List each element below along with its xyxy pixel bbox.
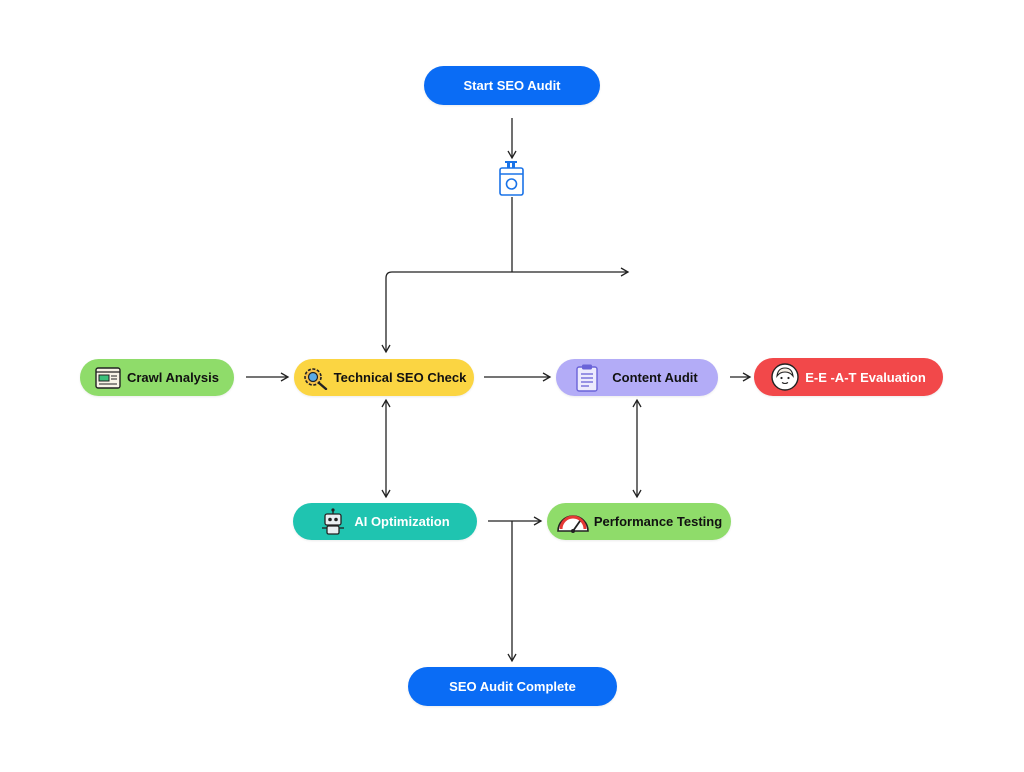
node-content-label: Content Audit xyxy=(612,370,698,385)
magnifier-gear-icon xyxy=(302,366,328,390)
node-technical-seo-check[interactable]: Technical SEO Check xyxy=(294,359,474,396)
node-performance-testing[interactable]: Performance Testing xyxy=(547,503,731,540)
node-ai-optimization[interactable]: AI Optimization xyxy=(293,503,477,540)
node-start-label: Start SEO Audit xyxy=(463,78,561,93)
node-technical-label: Technical SEO Check xyxy=(333,370,467,385)
node-complete-label: SEO Audit Complete xyxy=(449,679,576,694)
robot-icon xyxy=(320,507,346,536)
node-crawl-label: Crawl Analysis xyxy=(126,370,219,385)
node-seo-audit-complete[interactable]: SEO Audit Complete xyxy=(408,667,617,706)
speedometer-icon xyxy=(556,511,590,533)
crawler-icon xyxy=(95,366,121,389)
node-eeat-label: E-E -A-T Evaluation xyxy=(805,369,926,385)
node-performance-label: Performance Testing xyxy=(593,514,723,529)
decision-icon xyxy=(498,160,526,196)
node-ai-label: AI Optimization xyxy=(354,514,450,529)
node-eeat-evaluation[interactable]: E-E -A-T Evaluation xyxy=(754,358,943,396)
node-content-audit[interactable]: Content Audit xyxy=(556,359,718,396)
node-start-seo-audit[interactable]: Start SEO Audit xyxy=(424,66,600,105)
person-face-icon xyxy=(771,363,799,391)
edge-junction-technical xyxy=(381,271,512,354)
node-crawl-analysis[interactable]: Crawl Analysis xyxy=(80,359,234,396)
clipboard-icon xyxy=(576,364,598,392)
